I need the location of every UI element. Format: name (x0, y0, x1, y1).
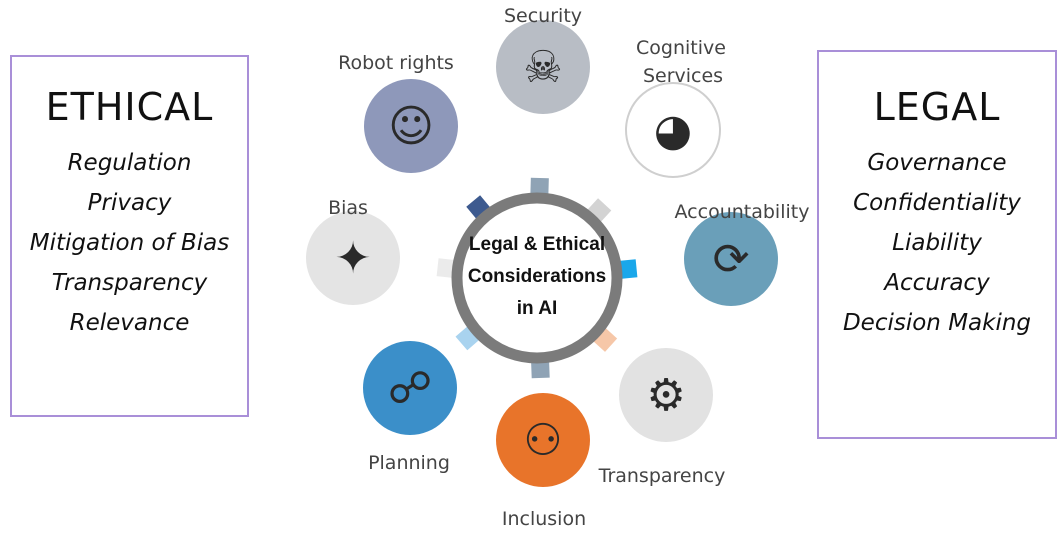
network-people-icon: ☍ (388, 363, 433, 414)
node-labels: Security Robot rights Cognitive Services… (328, 5, 809, 530)
ethical-title: ETHICAL (45, 85, 214, 129)
legal-item: Confidentiality (853, 190, 1021, 216)
ethical-panel: ETHICAL Regulation Privacy Mitigation of… (10, 55, 249, 417)
node-circle (306, 211, 400, 305)
node-label-cognitive-services: Services (643, 65, 723, 87)
legal-panel: LEGAL Governance Confidentiality Liabili… (817, 50, 1057, 439)
center-ring (451, 192, 623, 364)
ethical-item: Privacy (87, 190, 172, 216)
legal-item: Governance (867, 150, 1007, 176)
node-robot-rights: ☺ (364, 79, 458, 173)
node-accountability: ⟳ (684, 212, 778, 306)
robot-human-face-icon: ☺ (388, 101, 434, 152)
ethical-list: Regulation Privacy Mitigation of Bias Tr… (12, 143, 247, 343)
gear-wrench-icon: ⚙ (646, 370, 685, 421)
node-circle (364, 79, 458, 173)
node-circle (625, 82, 721, 178)
node-inclusion: ⚇ (496, 393, 590, 487)
legal-item: Liability (892, 230, 982, 256)
center-title-line: in AI (517, 298, 557, 319)
ethical-item: Transparency (51, 270, 208, 296)
skull-laptop-icon: ☠ (523, 42, 562, 93)
node-label-security: Security (504, 5, 582, 27)
node-label-cognitive-services: Cognitive (636, 37, 726, 59)
node-circle (619, 348, 713, 442)
node-label-transparency: Transparency (598, 465, 726, 487)
node-circle (496, 20, 590, 114)
node-label-bias: Bias (328, 197, 368, 219)
node-label-inclusion: Inclusion (502, 508, 586, 530)
gear-cycle-icon: ⟳ (713, 234, 750, 285)
node-label-accountability: Accountability (675, 201, 810, 223)
node-transparency: ⚙ (619, 348, 713, 442)
node-circle (684, 212, 778, 306)
node-circle (363, 341, 457, 435)
node-planning: ☍ (363, 341, 457, 435)
people-lightbulb-icon: ⚇ (523, 415, 562, 466)
legal-item: Accuracy (884, 270, 990, 296)
alien-head-icon: ◕ (654, 105, 692, 156)
node-circle (496, 393, 590, 487)
node-label-robot-rights: Robot rights (338, 52, 454, 74)
ethical-item: Relevance (69, 310, 190, 336)
legal-item: Decision Making (842, 310, 1032, 336)
node-bias: ✦ (306, 211, 400, 305)
nodes: ☠ ☺ ◕ ⟳ ✦ ☍ ⚇ ⚙ (306, 20, 778, 487)
legal-title: LEGAL (873, 85, 1001, 129)
center-title-line: Considerations (468, 266, 606, 287)
node-security: ☠ (496, 20, 590, 114)
node-label-planning: Planning (368, 452, 450, 474)
person-stars-icon: ✦ (335, 233, 372, 284)
center-title-line: Legal & Ethical (469, 234, 605, 255)
legal-list: Governance Confidentiality Liability Acc… (819, 143, 1055, 343)
node-cognitive-services: ◕ (625, 82, 721, 178)
ethical-item: Mitigation of Bias (29, 230, 230, 256)
ethical-item: Regulation (67, 150, 192, 176)
